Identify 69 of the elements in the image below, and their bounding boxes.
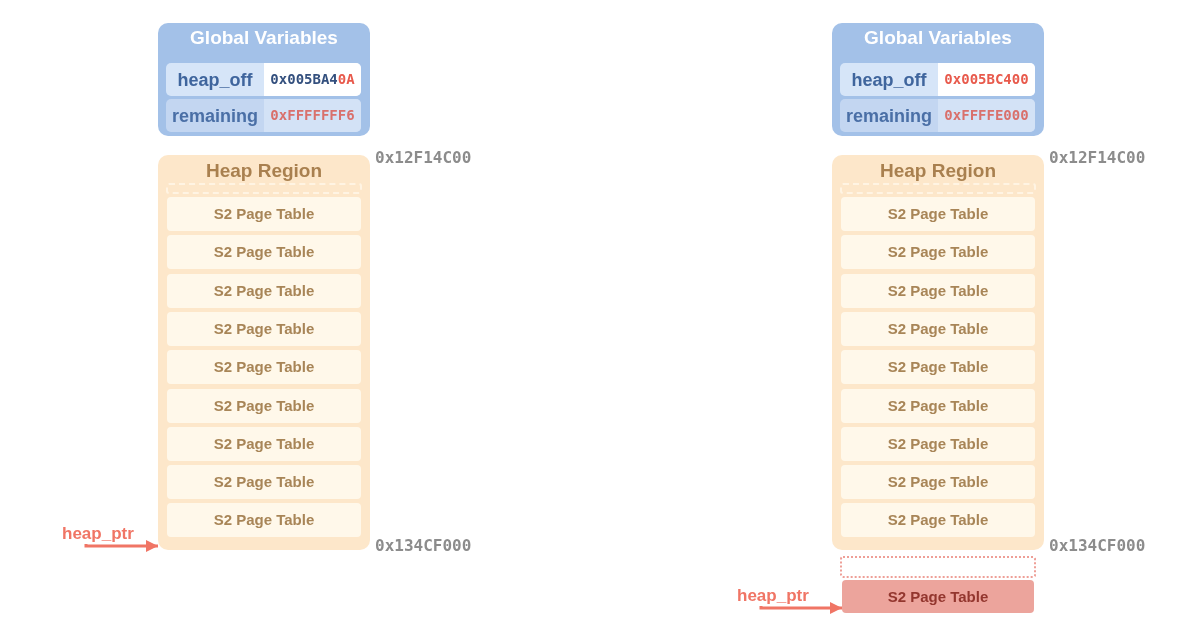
variable-name: heap_off <box>851 69 927 91</box>
block-label: S2 Page Table <box>213 242 315 262</box>
page-table-block <box>841 350 1035 384</box>
address-label: 0x134CF000 <box>1049 537 1146 555</box>
page-table-block <box>167 389 361 423</box>
page-table-block <box>167 350 361 384</box>
variable-value: 0xFFFFFFF6 <box>264 99 361 132</box>
address-label: 0x12F14C00 <box>1049 149 1146 167</box>
page-table-block <box>167 197 361 231</box>
variable-row <box>840 63 1035 96</box>
page-table-block <box>841 197 1035 231</box>
block-label: S2 Page Table <box>887 587 989 607</box>
page-table-block <box>167 235 361 269</box>
panel-title: Global Variables <box>864 26 1012 50</box>
address-label: 0x12F14C00 <box>375 149 472 167</box>
block-label: S2 Page Table <box>213 281 315 301</box>
pointer-label: heap_ptr <box>737 586 809 606</box>
page-table-block <box>841 274 1035 308</box>
block-label: S2 Page Table <box>887 204 989 224</box>
page-table-block <box>841 235 1035 269</box>
block-label: S2 Page Table <box>887 242 989 262</box>
block-label: S2 Page Table <box>887 510 989 530</box>
variable-name: remaining <box>172 105 258 127</box>
region-title: Heap Region <box>205 159 323 183</box>
block-label: S2 Page Table <box>213 204 315 224</box>
variables-panel <box>832 23 1044 136</box>
page-table-block <box>841 427 1035 461</box>
block-label: S2 Page Table <box>213 357 315 377</box>
variable-name: heap_off <box>177 69 253 91</box>
page-table-block <box>167 312 361 346</box>
block-label: S2 Page Table <box>213 472 315 492</box>
region-title: Heap Region <box>879 159 997 183</box>
block-label: S2 Page Table <box>887 357 989 377</box>
page-table-block <box>841 389 1035 423</box>
page-table-block <box>841 312 1035 346</box>
panel-title: Global Variables <box>190 26 338 50</box>
page-table-block <box>167 274 361 308</box>
pointer-arrow <box>759 602 842 614</box>
variable-value: 0xFFFFE000 <box>938 99 1035 132</box>
address-label: 0x134CF000 <box>375 537 472 555</box>
block-label: S2 Page Table <box>887 319 989 339</box>
heap-region <box>158 155 370 550</box>
empty-slot <box>840 183 1036 194</box>
block-label: S2 Page Table <box>887 281 989 301</box>
page-table-block <box>842 580 1034 613</box>
variable-value: 0x005BC400 <box>938 63 1035 96</box>
variable-row <box>166 99 361 132</box>
block-label: S2 Page Table <box>887 396 989 416</box>
variable-row <box>840 99 1035 132</box>
block-label: S2 Page Table <box>887 472 989 492</box>
variables-panel <box>158 23 370 136</box>
variable-name: remaining <box>846 105 932 127</box>
page-table-block <box>841 465 1035 499</box>
variable-value: 0x005BA40A <box>264 63 361 96</box>
empty-slot <box>840 556 1036 578</box>
empty-slot <box>166 183 362 194</box>
heap-region <box>832 155 1044 550</box>
block-label: S2 Page Table <box>213 396 315 416</box>
page-table-block <box>841 503 1035 537</box>
block-label: S2 Page Table <box>213 434 315 454</box>
page-table-block <box>167 427 361 461</box>
page-table-block <box>167 465 361 499</box>
block-label: S2 Page Table <box>213 319 315 339</box>
page-table-block <box>167 503 361 537</box>
block-label: S2 Page Table <box>887 434 989 454</box>
pointer-label: heap_ptr <box>62 524 134 544</box>
pointer-arrow <box>84 540 158 552</box>
variable-row <box>166 63 361 96</box>
block-label: S2 Page Table <box>213 510 315 530</box>
